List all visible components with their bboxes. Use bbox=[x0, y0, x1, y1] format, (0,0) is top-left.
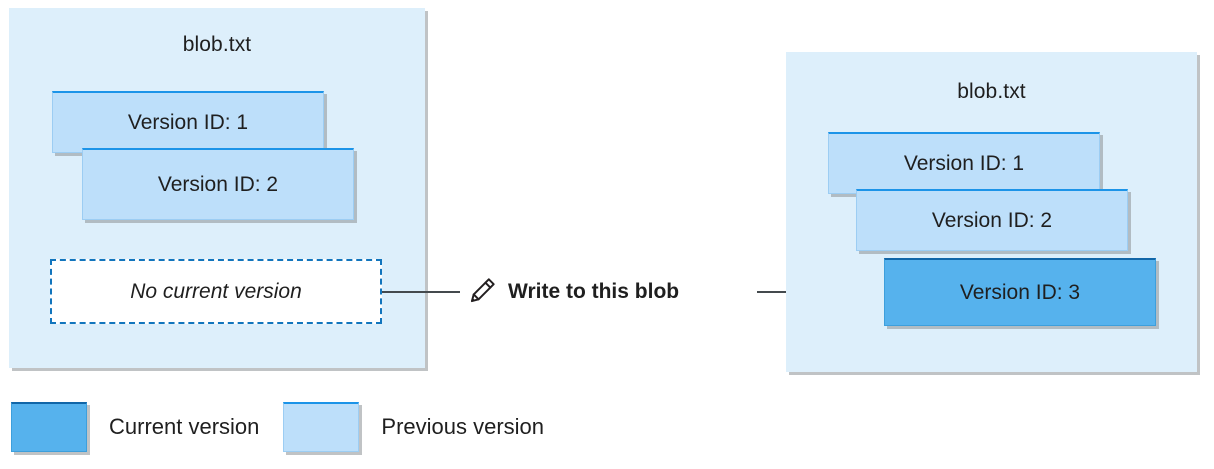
legend-item-previous: Previous version bbox=[283, 402, 544, 452]
version-box-after-1: Version ID: 1 bbox=[828, 132, 1100, 194]
version-box-label: Version ID: 2 bbox=[931, 208, 1053, 232]
no-current-version-label: No current version bbox=[130, 279, 302, 303]
no-current-version-box: No current version bbox=[50, 259, 382, 324]
version-box-after-3-current: Version ID: 3 bbox=[884, 258, 1156, 326]
version-box-before-2: Version ID: 2 bbox=[82, 148, 354, 220]
legend-swatch-current bbox=[11, 402, 87, 452]
version-box-label: Version ID: 3 bbox=[959, 280, 1081, 304]
connector-line-left bbox=[382, 291, 460, 293]
write-action-label: Write to this blob bbox=[508, 280, 680, 303]
version-box-label: Version ID: 1 bbox=[127, 110, 249, 134]
write-action-group: Write to this blob bbox=[468, 272, 679, 312]
blob-name-label-after: blob.txt bbox=[957, 80, 1026, 103]
legend: Current version Previous version bbox=[11, 402, 544, 452]
legend-swatch-previous bbox=[283, 402, 360, 452]
legend-item-current: Current version bbox=[11, 402, 259, 452]
version-box-after-2: Version ID: 2 bbox=[856, 189, 1128, 251]
pencil-icon bbox=[468, 275, 498, 310]
legend-label-previous: Previous version bbox=[381, 414, 545, 439]
version-box-label: Version ID: 2 bbox=[157, 172, 279, 196]
version-box-label: Version ID: 1 bbox=[903, 151, 1025, 175]
legend-label-current: Current version bbox=[109, 414, 260, 439]
blob-name-label-before: blob.txt bbox=[182, 33, 252, 56]
version-box-before-1: Version ID: 1 bbox=[52, 91, 324, 153]
